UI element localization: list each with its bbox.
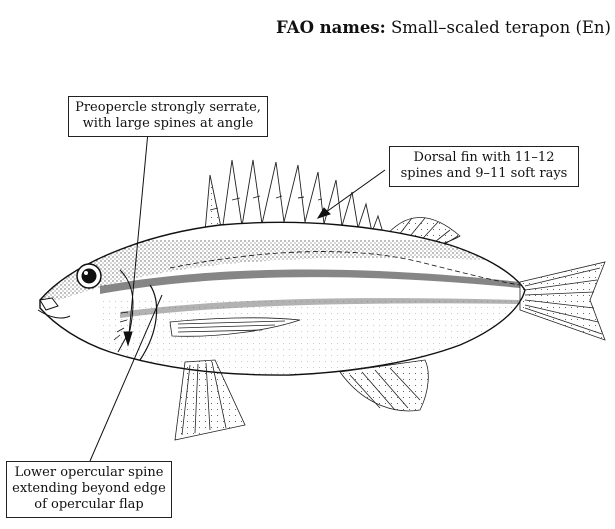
- caudal-fin: [520, 262, 605, 340]
- callout-opercular-line3: of opercular flap: [12, 497, 166, 513]
- callout-preopercle-line1: Preopercle strongly serrate,: [74, 100, 262, 116]
- callout-dorsal-fin: Dorsal fin with 11–12 spines and 9–11 so…: [389, 146, 579, 187]
- eye: [77, 264, 101, 288]
- callout-dorsal-line1: Dorsal fin with 11–12: [395, 150, 573, 166]
- callout-opercular-line1: Lower opercular spine: [12, 465, 166, 481]
- callout-opercular-line2: extending beyond edge: [12, 481, 166, 497]
- callout-dorsal-line2: spines and 9–11 soft rays: [395, 166, 573, 182]
- callout-opercular-spine: Lower opercular spine extending beyond e…: [6, 461, 172, 518]
- callout-preopercle: Preopercle strongly serrate, with large …: [68, 96, 268, 137]
- dorsal-leader: [322, 170, 385, 215]
- callout-preopercle-line2: with large spines at angle: [74, 116, 262, 132]
